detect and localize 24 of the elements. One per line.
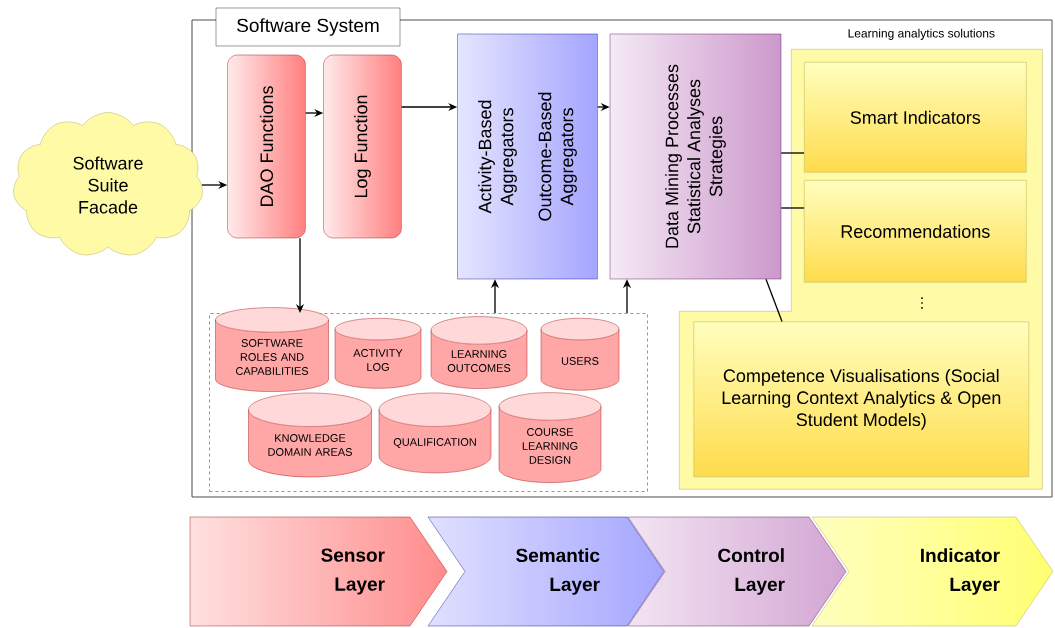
database-cylinder: ACTIVITY LOG [334, 318, 422, 389]
layer-banner: Sensor Layer [189, 516, 448, 627]
database-cylinder: USERS [540, 318, 620, 391]
solution-box: Competence Visualisations (Social Learning Context Analytics & Open Student Models) [693, 321, 1029, 477]
cloud: Software Suite Facade [13, 112, 203, 256]
aggregator-box: Activity-Based Aggregators Outcome-Based Aggregators [457, 33, 598, 280]
solution-box: Recommendations [804, 180, 1027, 283]
layer-banner: Indicator Layer [811, 516, 1054, 627]
connector-line [765, 278, 783, 323]
database-cylinder: QUALIFICATION [378, 392, 492, 474]
database-cylinder: LEARNING OUTCOMES [430, 316, 528, 389]
connector-line [780, 152, 805, 154]
database-cylinder: KNOWLEDGE DOMAIN AREAS [248, 392, 372, 478]
connector-line [780, 207, 805, 209]
layer-banner: Semantic Layer [427, 516, 665, 627]
database-cylinder: COURSE LEARNING DESIGN [498, 392, 602, 483]
function-box: Log Function [323, 54, 402, 239]
function-box: DAO Functions [227, 54, 306, 239]
solution-box: Smart Indicators [804, 62, 1027, 173]
ellipsis: ⋮ [921, 297, 923, 309]
database-cylinder: SOFTWARE ROLES AND CAPABILITIES [215, 307, 329, 392]
node-label: Learning analytics solutions [848, 28, 995, 40]
analysis-box: Data Mining Processes Statistical Analyses Strategies [609, 33, 782, 280]
database-group [209, 313, 648, 492]
